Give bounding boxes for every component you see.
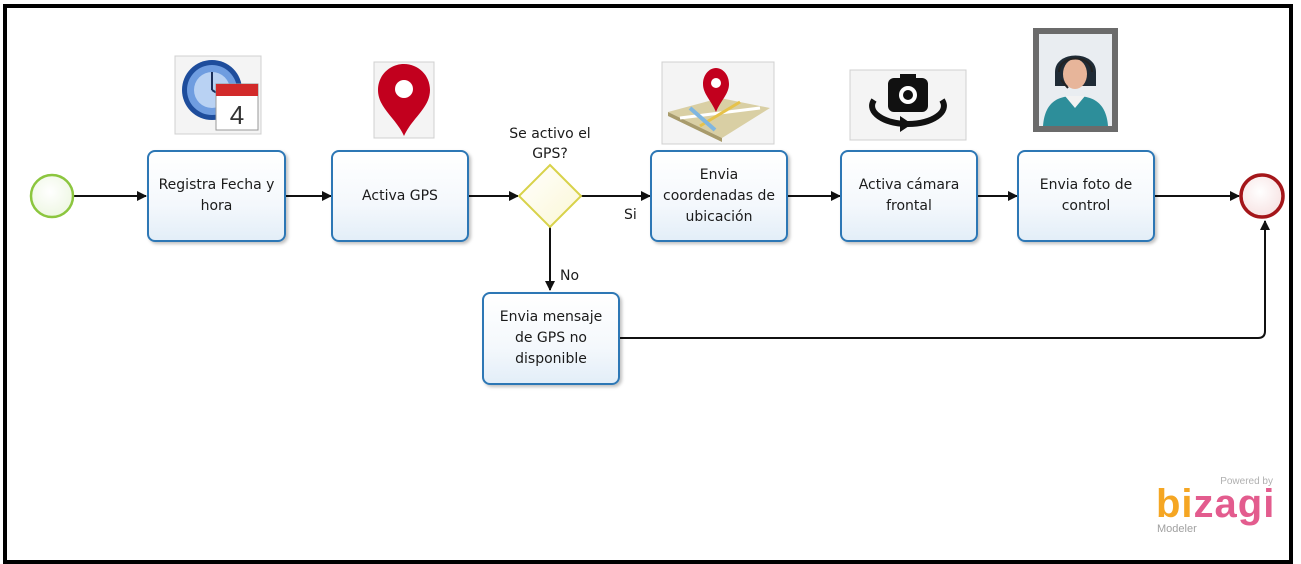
gateway-no-label: No xyxy=(560,268,580,284)
map-icon xyxy=(661,61,775,145)
task-envia-foto-label: Envia foto de control xyxy=(1039,177,1133,214)
connectors-layer: 4 xyxy=(29,28,1285,339)
task-activa-camara-label: Activa cámara frontal xyxy=(858,177,960,214)
bizagi-logo: Powered by bizagi Modeler xyxy=(1150,476,1285,538)
operator-avatar-icon xyxy=(1033,28,1118,132)
task-registra-fecha[interactable]: Registra Fecha y hora xyxy=(147,150,286,242)
end-event[interactable] xyxy=(1239,173,1285,219)
gateway-yes-label: Si xyxy=(624,207,637,223)
calendar-clock-icon: 4 xyxy=(174,55,262,135)
camera-switch-icon xyxy=(849,69,967,141)
task-activa-gps-label: Activa GPS xyxy=(362,187,438,204)
diagram-canvas: 4 xyxy=(3,4,1293,564)
task-activa-gps[interactable]: Activa GPS xyxy=(331,150,469,242)
task-envia-mensaje[interactable]: Envia mensaje de GPS no disponible xyxy=(482,292,620,385)
calendar-day-text: 4 xyxy=(230,100,244,130)
location-pin-icon xyxy=(373,61,435,139)
gateway-question-label: Se activo el GPS? xyxy=(509,126,591,162)
task-activa-camara[interactable]: Activa cámara frontal xyxy=(840,150,978,242)
modeler-text: Modeler xyxy=(1157,523,1197,535)
start-event[interactable] xyxy=(29,173,75,219)
bizagi-word-part-a: bi xyxy=(1156,482,1194,526)
task-envia-coordenadas-label: Envia coordenadas de ubicación xyxy=(663,166,775,225)
bizagi-wordmark: bizagi xyxy=(1156,482,1275,526)
task-envia-coordenadas[interactable]: Envia coordenadas de ubicación xyxy=(650,150,788,242)
powered-by-text: Powered by xyxy=(1220,476,1273,487)
task-registra-fecha-label: Registra Fecha y hora xyxy=(158,177,275,214)
flow-mensaje-to-end[interactable] xyxy=(620,220,1270,339)
exclusive-gateway[interactable] xyxy=(517,163,583,229)
bizagi-word: bizagi xyxy=(1156,482,1275,526)
bizagi-word-part-b: zagi xyxy=(1193,482,1276,526)
task-envia-mensaje-label: Envia mensaje de GPS no disponible xyxy=(499,309,603,367)
task-envia-foto[interactable]: Envia foto de control xyxy=(1017,150,1155,242)
